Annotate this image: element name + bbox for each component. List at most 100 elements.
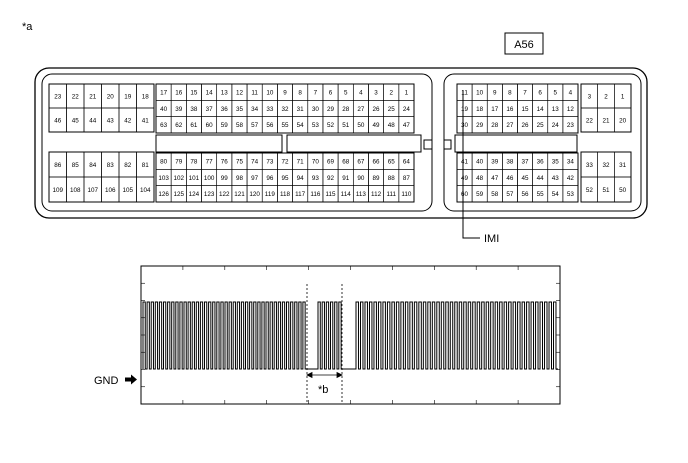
pin-number: 88 xyxy=(388,175,396,182)
pin-number: 61 xyxy=(190,122,198,129)
pin-number: 41 xyxy=(461,158,469,165)
pin-number: 53 xyxy=(312,122,320,129)
pin-number: 106 xyxy=(105,187,116,194)
pin-number: 30 xyxy=(312,106,320,113)
pin-number: 51 xyxy=(602,187,610,194)
pin-number: 41 xyxy=(142,117,150,124)
pin-number: 62 xyxy=(175,122,183,129)
pin-number: 79 xyxy=(175,158,183,165)
pin-number: 54 xyxy=(552,191,560,198)
pin-number: 98 xyxy=(236,175,244,182)
pin-number: 108 xyxy=(70,187,81,194)
pin-number: 69 xyxy=(327,158,335,165)
pin-number: 22 xyxy=(586,117,594,124)
pin-number: 22 xyxy=(72,93,80,100)
pin-number: 87 xyxy=(403,175,411,182)
pin-number: 4 xyxy=(569,89,573,96)
pin-number: 8 xyxy=(298,89,302,96)
pin-number: 10 xyxy=(476,89,484,96)
pin-number: 53 xyxy=(567,191,575,198)
pin-number: 94 xyxy=(297,175,305,182)
pin-number: 44 xyxy=(537,175,545,182)
pin-number: 113 xyxy=(356,191,367,198)
pin-number: 25 xyxy=(388,106,396,113)
pin-number: 86 xyxy=(54,162,62,169)
pin-number: 60 xyxy=(206,122,214,129)
pin-number: 47 xyxy=(491,175,499,182)
pin-number: 77 xyxy=(206,158,214,165)
pin-cell xyxy=(136,176,155,203)
pin-number: 110 xyxy=(401,191,412,198)
pin-number: 49 xyxy=(461,175,469,182)
pin-number: 85 xyxy=(72,162,80,169)
pin-number: 16 xyxy=(175,89,183,96)
pin-number: 55 xyxy=(537,191,545,198)
pin-number: 70 xyxy=(312,158,320,165)
pin-number: 15 xyxy=(190,89,198,96)
pin-number: 5 xyxy=(554,89,558,96)
pin-number: 58 xyxy=(236,122,244,129)
pin-number: 10 xyxy=(266,89,274,96)
pin-number: 55 xyxy=(281,122,289,129)
pin-number: 81 xyxy=(142,162,150,169)
pin-number: 24 xyxy=(552,122,560,129)
pin-number: 13 xyxy=(221,89,229,96)
pin-number: 26 xyxy=(522,122,530,129)
pin-number: 3 xyxy=(588,93,592,100)
pin-number: 42 xyxy=(124,117,132,124)
pin-number: 92 xyxy=(327,175,335,182)
pin-cell xyxy=(136,107,155,133)
pin-number: 42 xyxy=(567,175,575,182)
pin-number: 34 xyxy=(567,158,575,165)
pin-number: 29 xyxy=(476,122,484,129)
pin-number: 12 xyxy=(567,106,575,113)
pin-number: 123 xyxy=(204,191,215,198)
pin-number: 72 xyxy=(281,158,289,165)
pin-number: 7 xyxy=(314,89,318,96)
pin-number: 124 xyxy=(189,191,200,198)
pin-number: 74 xyxy=(251,158,259,165)
pin-number: 112 xyxy=(371,191,382,198)
pin-cell xyxy=(614,176,632,203)
pin-number: 6 xyxy=(329,89,333,96)
pin-number: 115 xyxy=(326,191,337,198)
pin-number: 33 xyxy=(266,106,274,113)
pin-number: 116 xyxy=(310,191,321,198)
pin-number: 25 xyxy=(537,122,545,129)
pin-number: 109 xyxy=(52,187,63,194)
pin-number: 16 xyxy=(506,106,514,113)
pin-number: 91 xyxy=(342,175,350,182)
pin-number: 82 xyxy=(124,162,132,169)
pin-number: 20 xyxy=(107,93,115,100)
pin-number: 63 xyxy=(160,122,168,129)
pin-number: 89 xyxy=(373,175,381,182)
pin-number: 44 xyxy=(89,117,97,124)
pin-number: 104 xyxy=(140,187,151,194)
pin-number: 36 xyxy=(221,106,229,113)
pin-number: 8 xyxy=(508,89,512,96)
pin-number: 46 xyxy=(54,117,62,124)
pin-number: 111 xyxy=(386,191,396,198)
pin-number: 26 xyxy=(373,106,381,113)
terminal-label: IMI xyxy=(484,233,499,245)
pin-number: 114 xyxy=(341,191,352,198)
imi-leader xyxy=(462,90,480,239)
pin-number: 23 xyxy=(54,93,62,100)
pin-number: 3 xyxy=(374,89,378,96)
pin-number: 1 xyxy=(621,93,625,100)
pin-number: 19 xyxy=(461,106,469,113)
pin-number: 20 xyxy=(619,117,627,124)
pin-number: 11 xyxy=(461,89,468,96)
view-label: *a xyxy=(22,21,33,33)
pin-number: 93 xyxy=(312,175,320,182)
pin-number: 28 xyxy=(491,122,499,129)
pin-number: 14 xyxy=(206,89,214,96)
pin-number: 1 xyxy=(405,89,409,96)
pin-number: 101 xyxy=(189,175,200,182)
